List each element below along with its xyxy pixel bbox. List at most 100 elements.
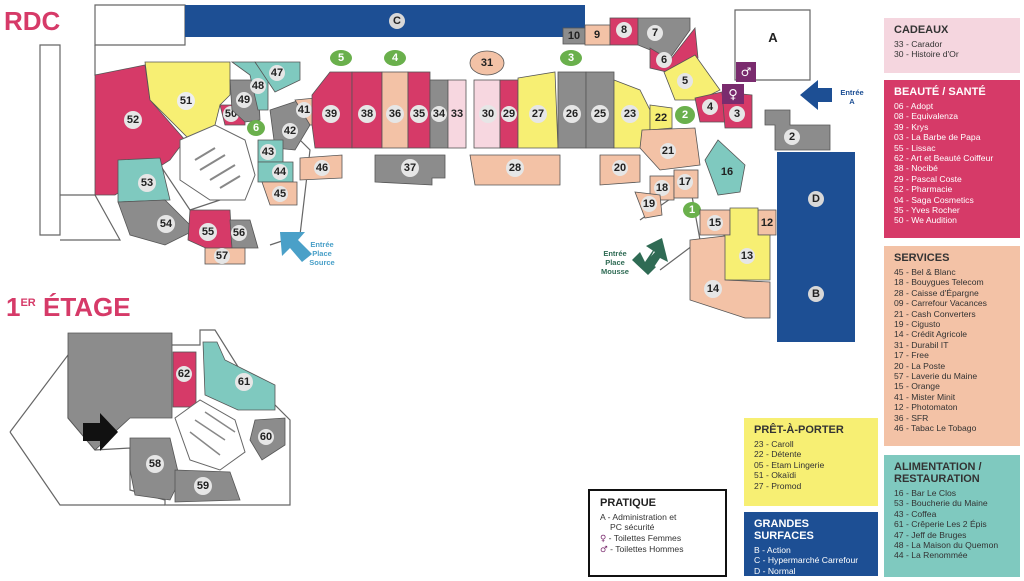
store-9[interactable]: 9 [584,24,611,46]
store-label: 6 [661,54,667,66]
legend-item: 18 - Bouygues Telecom [894,277,984,288]
entrance-mousse-line1: Entrée [603,249,626,258]
store-label: 58 [149,458,161,470]
legend-item: 16 - Bar Le Clos [894,488,957,498]
entrance-place-source[interactable]: Entrée Place Source [280,232,335,267]
store-label: 57 [216,250,228,262]
store-27[interactable]: 27 [517,71,559,149]
store-39[interactable]: 39 [311,71,353,149]
store-57[interactable]: 57 [204,247,246,265]
store-7[interactable]: 7 [637,17,691,59]
store-36[interactable]: 36 [381,71,409,149]
female-icon: ♀ [600,533,607,544]
store-12[interactable]: 12 [757,209,777,236]
store-8[interactable]: 8 [609,17,639,46]
marker-label: 1 [689,204,695,216]
store-45[interactable]: 45 [261,181,298,206]
store-14[interactable]: 14 [689,235,771,319]
store-label: 46 [316,162,328,174]
store-d[interactable]: D [777,152,855,250]
legend-item: 09 - Carrefour Vacances [894,298,987,309]
legend-item: 48 - La Maison du Quemon [894,540,999,551]
legend-item: 29 - Pascal Coste [894,173,962,184]
store-10[interactable]: 10 [562,27,586,45]
store-59[interactable]: 59 [174,469,241,503]
store-28[interactable]: 28 [469,154,561,186]
store-13[interactable]: 13 [723,207,771,281]
store-20[interactable]: 20 [599,154,641,186]
legend-item: 50 - We Audition [894,215,957,226]
store-61[interactable]: 61 [202,341,276,411]
legend-title-line2: RESTAURATION [894,473,980,485]
store-label: C [393,15,401,27]
store-37[interactable]: 37 [374,154,446,186]
store-62-pink[interactable]: 62 [172,351,197,408]
legend-pret-a-porter: PRÊT-À-PORTER 23 - Caroll 22 - Détente 0… [744,418,878,506]
legend-item: 53 - Boucherie du Maine [894,498,988,509]
store-label: 5 [682,75,688,87]
store-53[interactable]: 53 [117,157,171,203]
store-label: 4 [707,101,714,113]
store-33[interactable]: 33 [447,79,467,149]
legend-item: 33 - Carador [894,39,943,49]
entrance-a[interactable]: Entrée A [800,80,864,110]
store-46[interactable]: 46 [299,154,343,181]
store-label: D [812,193,820,205]
store-56[interactable]: 56 [229,219,259,249]
store-16[interactable]: 16 [704,139,746,196]
store-label: 59 [197,480,209,492]
store-47[interactable]: 47 [254,61,301,93]
store-55[interactable]: 55 [187,209,233,251]
store-label: 36 [389,108,401,120]
legend-beaute: BEAUTÉ / SANTÉ 06 - Adopt 08 - Equivalen… [884,80,1020,238]
store-25[interactable]: 25 [585,71,615,149]
store-4[interactable]: 4 [694,91,726,123]
legend-item: 08 - Equivalenza [894,111,959,122]
store-31[interactable]: 31 [469,50,505,76]
store-60[interactable]: 60 [249,417,286,461]
store-21[interactable]: 21 [639,127,701,171]
store-62[interactable] [67,332,173,451]
legend-item: 22 - Détente [754,449,802,460]
store-26[interactable]: 26 [557,71,587,149]
store-label: 13 [741,250,753,262]
store-23[interactable]: 23 [613,79,651,149]
store-label: 39 [325,108,337,120]
store-35[interactable]: 35 [407,71,431,149]
legend-item: 45 - Bel & Blanc [894,267,956,277]
store-c-hypermarket[interactable]: C [185,5,585,37]
store-15[interactable]: 15 [699,209,731,236]
store-29[interactable]: 29 [499,79,519,149]
store-30[interactable]: 30 [473,79,501,149]
store-17[interactable]: 17 [673,169,699,199]
store-a-admin[interactable]: A [768,30,778,45]
store-label: 31 [481,57,493,69]
store-19[interactable]: 19 [634,191,663,219]
entrance-place-mousse[interactable]: Entrée Place Mousse [601,238,668,276]
store-5[interactable]: 5 [663,54,721,101]
store-22[interactable]: 22 [649,104,673,131]
legend-item: 47 - Jeff de Bruges [894,529,967,540]
legend-item: B - Action [754,545,791,555]
store-38[interactable]: 38 [351,71,383,149]
store-51[interactable]: 51 [144,61,231,141]
toilets-women[interactable]: ♀ [722,84,744,104]
store-label: 52 [127,114,139,126]
store-18[interactable]: 18 [649,175,675,201]
store-54[interactable]: 54 [117,199,196,246]
store-58[interactable]: 58 [129,437,181,501]
store-label: 15 [709,217,721,229]
marker-3-top: 3 [560,50,582,66]
store-b[interactable]: B [777,250,855,342]
legend-pratique: PRATIQUE A - Administration et PC sécuri… [588,489,727,577]
marker-label: 5 [338,52,344,64]
store-label: 48 [252,80,264,92]
store-43[interactable]: 43 [257,139,284,163]
legend-title: CADEAUX [894,24,949,36]
store-49[interactable]: 49 [229,79,261,123]
store-44[interactable]: 44 [257,161,294,183]
toilets-men[interactable]: ♂ [736,62,756,82]
store-label: 23 [624,108,636,120]
store-34[interactable]: 34 [429,79,449,149]
store-2[interactable]: 2 [764,109,831,151]
